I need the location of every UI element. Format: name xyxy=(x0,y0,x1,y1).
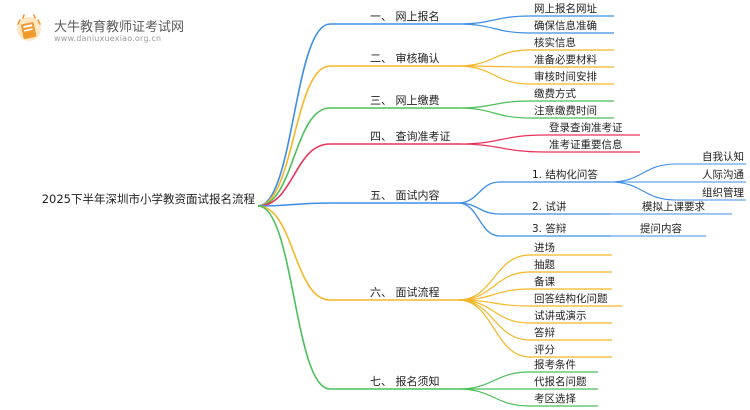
leaf-connector xyxy=(457,271,531,301)
brand-name: 大牛教育教师证考试网 xyxy=(54,20,185,35)
branch-node[interactable]: 六、 面试流程 xyxy=(370,285,440,299)
leaf-node[interactable]: 提问内容 xyxy=(640,222,682,235)
leaf-node[interactable]: 网上报名网址 xyxy=(534,2,597,15)
brand-url: www.daniuxuexiao.org.cn xyxy=(54,34,162,43)
leaf-connector xyxy=(457,15,531,25)
root-node[interactable]: 2025下半年深圳市小学教资面试报名流程 xyxy=(42,192,256,206)
sub-node[interactable]: 3. 答辩 xyxy=(532,222,567,235)
branch-connector xyxy=(257,205,331,301)
leaf-connector xyxy=(457,65,531,85)
leaf-node[interactable]: 登录查询准考证 xyxy=(549,121,623,134)
leaf-node[interactable]: 自我认知 xyxy=(702,150,744,163)
leaf-connector xyxy=(457,388,531,407)
leaf-node[interactable]: 准备必要材料 xyxy=(534,53,597,66)
leaf-node[interactable]: 答辩 xyxy=(534,326,555,339)
branch-node[interactable]: 五、 面试内容 xyxy=(370,188,440,202)
leaf-connector xyxy=(457,143,546,153)
sub-connector xyxy=(457,202,501,237)
leaf-node[interactable]: 组织管理 xyxy=(702,186,744,199)
leaf-node[interactable]: 备课 xyxy=(534,275,555,288)
leaf-node[interactable]: 注意缴费时间 xyxy=(534,104,597,117)
leaf-connector xyxy=(457,100,531,109)
leaf-node[interactable]: 缴费方式 xyxy=(534,87,576,100)
sub-node[interactable]: 1. 结构化问答 xyxy=(532,168,598,181)
leaf-connector xyxy=(457,254,531,301)
branch-connector xyxy=(257,205,331,390)
leaf-node[interactable]: 确保信息准确 xyxy=(534,19,597,32)
leaf-node[interactable]: 考区选择 xyxy=(534,392,576,405)
leaf-connector xyxy=(457,371,531,390)
branch-node[interactable]: 三、 网上缴费 xyxy=(370,93,440,107)
leaf-node[interactable]: 人际沟通 xyxy=(702,168,744,181)
leaf-connector xyxy=(609,163,677,183)
branch-connector xyxy=(257,23,331,207)
leaf-connector xyxy=(457,299,531,358)
leaf-node[interactable]: 核实信息 xyxy=(534,36,576,49)
leaf-node[interactable]: 准考证重要信息 xyxy=(549,138,623,151)
branch-connector xyxy=(257,202,331,207)
branch-connector xyxy=(257,107,331,207)
leaf-node[interactable]: 进场 xyxy=(534,241,555,254)
leaf-connector xyxy=(457,49,531,67)
branch-node[interactable]: 七、 报名须知 xyxy=(370,374,440,388)
leaf-connector xyxy=(609,181,677,201)
sub-node[interactable]: 2. 试讲 xyxy=(532,200,567,213)
leaf-connector xyxy=(457,134,546,145)
leaf-connector xyxy=(457,107,531,119)
branch-node[interactable]: 二、 审核确认 xyxy=(370,51,440,65)
leaf-node[interactable]: 模拟上课要求 xyxy=(642,200,705,213)
leaf-node[interactable]: 回答结构化问题 xyxy=(534,292,608,305)
leaf-node[interactable]: 代报名问题 xyxy=(534,375,587,388)
branch-node[interactable]: 四、 查询准考证 xyxy=(370,129,451,143)
leaf-node[interactable]: 抽题 xyxy=(534,258,555,271)
leaf-connector xyxy=(457,23,531,34)
leaf-node[interactable]: 审核时间安排 xyxy=(534,70,597,83)
branch-connector xyxy=(257,65,331,207)
book-logo-icon xyxy=(14,14,44,44)
branch-connector xyxy=(257,143,331,207)
leaf-node[interactable]: 试讲或演示 xyxy=(534,309,587,322)
sub-connector xyxy=(457,181,501,204)
leaf-node[interactable]: 评分 xyxy=(534,344,555,356)
leaf-node[interactable]: 报考条件 xyxy=(534,358,576,371)
branch-node[interactable]: 一、 网上报名 xyxy=(370,9,440,23)
